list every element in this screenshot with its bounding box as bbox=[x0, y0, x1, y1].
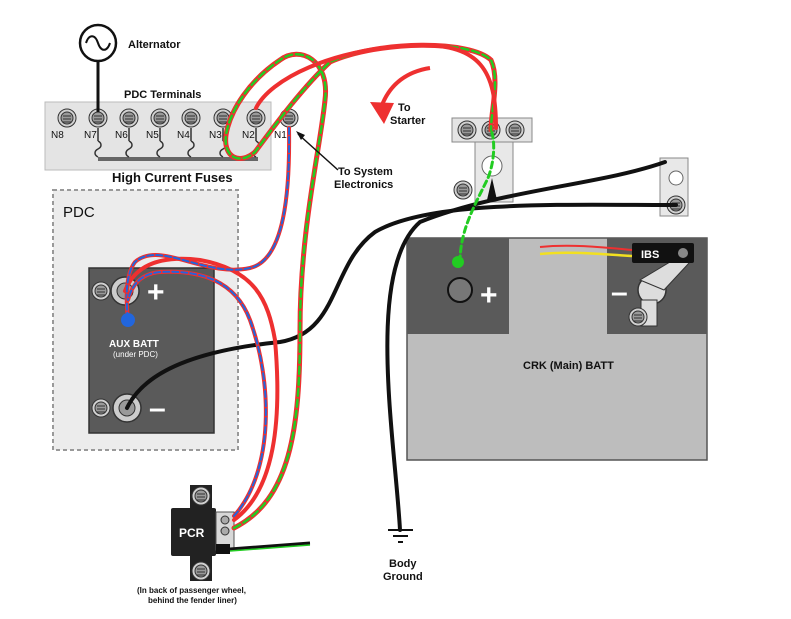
aux-battery-sublabel: (under PDC) bbox=[113, 350, 158, 359]
terminal-label-n4: N4 bbox=[177, 130, 190, 141]
high-current-fuses-label: High Current Fuses bbox=[112, 170, 233, 185]
terminal-label-n1: N1 bbox=[274, 130, 287, 141]
to-starter-label-2: Starter bbox=[390, 115, 426, 127]
terminal-label-n6: N6 bbox=[115, 130, 128, 141]
terminal-nut-n8 bbox=[57, 108, 77, 128]
terminal-nut-n5 bbox=[150, 108, 170, 128]
ibs-yellow-wire bbox=[539, 251, 633, 258]
to-starter-arrowhead-icon bbox=[370, 102, 394, 124]
to-starter-label-1: To bbox=[398, 102, 411, 114]
pcr-note-line-2: behind the fender liner) bbox=[148, 596, 237, 605]
terminal-label-n7: N7 bbox=[84, 130, 97, 141]
pcr-signal-wire bbox=[229, 541, 311, 552]
pcr-label: PCR bbox=[179, 526, 205, 540]
pcr-note-line-1: (In back of passenger wheel, bbox=[137, 586, 246, 595]
black-cable-ground-strap bbox=[385, 160, 667, 532]
ibs-label: IBS bbox=[641, 249, 659, 261]
crk-positive-cable bbox=[458, 128, 496, 264]
terminal-nut-n4 bbox=[181, 108, 201, 128]
pdc-terminals-label: PDC Terminals bbox=[124, 89, 201, 101]
aux-minus-sign: – bbox=[149, 392, 166, 425]
pcr-relay: PCR (In back of passenger wheel, behind … bbox=[137, 485, 246, 605]
body-ground-label-2: Ground bbox=[383, 571, 423, 583]
to-system-arrowhead-icon bbox=[296, 131, 305, 140]
pdc-label: PDC bbox=[63, 204, 95, 221]
black-cable-aux-negative bbox=[125, 202, 678, 410]
n2-red-cable bbox=[123, 42, 498, 522]
body-ground-label-1: Body bbox=[389, 558, 417, 570]
crk-battery-label: CRK (Main) BATT bbox=[523, 360, 614, 372]
to-system-label-1: To System bbox=[338, 166, 393, 178]
crk-positive-post bbox=[447, 277, 473, 303]
to-system-label-2: Electronics bbox=[334, 179, 393, 191]
crk-minus-sign: – bbox=[611, 276, 628, 309]
aux-plus-sign: + bbox=[147, 276, 165, 309]
terminal-label-n8: N8 bbox=[51, 130, 64, 141]
terminal-label-n3: N3 bbox=[209, 130, 222, 141]
n1-blue-cable bbox=[124, 126, 292, 518]
alternator-label: Alternator bbox=[128, 39, 181, 51]
ibs-red-wire bbox=[539, 244, 633, 251]
to-system-pointer bbox=[297, 133, 339, 171]
terminal-labels: N8 N7 N6 N5 N4 N3 N2 N1 bbox=[51, 130, 287, 141]
terminal-label-n2: N2 bbox=[242, 130, 255, 141]
terminal-nut-n2 bbox=[246, 108, 266, 128]
aux-positive-connection bbox=[121, 313, 135, 327]
ibs-sensor bbox=[632, 243, 694, 263]
terminal-nut-n6 bbox=[119, 108, 139, 128]
terminal-label-n5: N5 bbox=[146, 130, 159, 141]
crk-main-battery: + – IBS CRK (Main) BATT bbox=[406, 237, 708, 461]
to-starter-arrow bbox=[380, 66, 431, 106]
aux-battery: + AUX BATT (under PDC) – bbox=[88, 267, 215, 434]
black-cables bbox=[125, 160, 678, 532]
ground-terminal bbox=[659, 157, 689, 217]
crk-plus-sign: + bbox=[480, 279, 498, 312]
aux-battery-label: AUX BATT bbox=[109, 339, 159, 350]
crk-positive-connection bbox=[452, 256, 464, 268]
alternator-sine-icon bbox=[85, 35, 111, 51]
